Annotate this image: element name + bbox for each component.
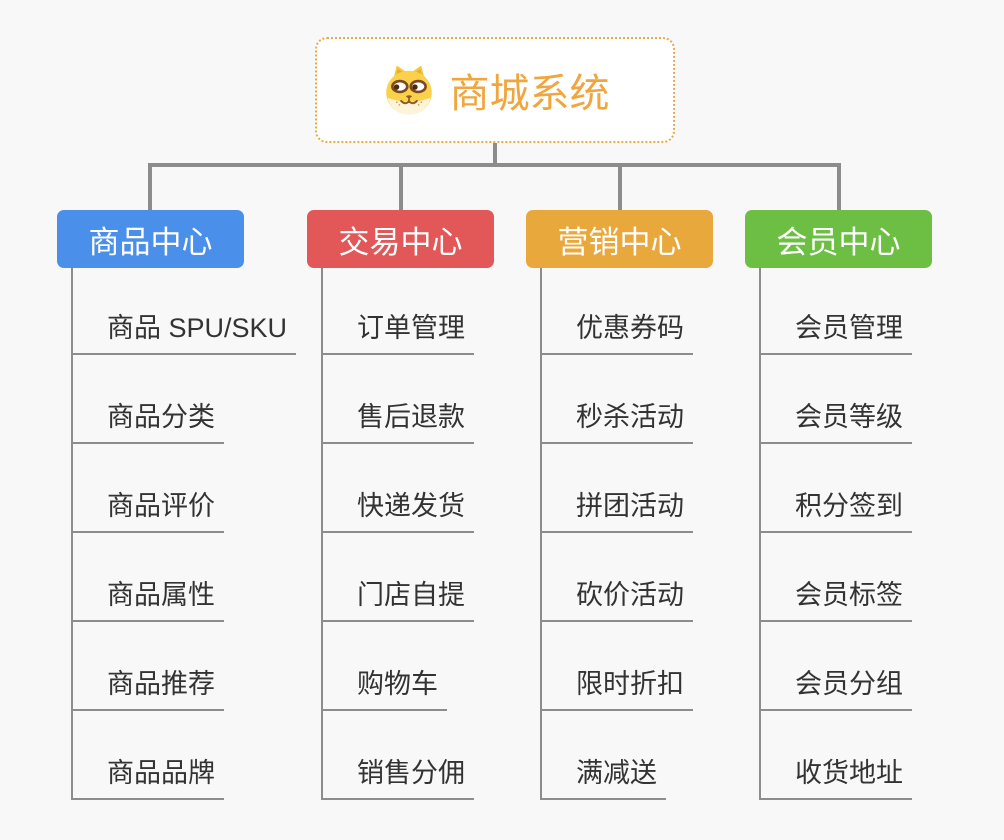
connector-drop-trade [399,163,403,210]
branch-node-member-center[interactable]: 会员中心 [745,210,932,268]
leaf-topic[interactable]: 拼团活动 [542,444,693,533]
branch-children-product: 商品 SPU/SKU 商品分类 商品评价 商品属性 商品推荐 商品品牌 [71,268,297,800]
connector-drop-marketing [618,163,622,210]
leaf-topic[interactable]: 砍价活动 [542,533,693,622]
leaf-topic[interactable]: 秒杀活动 [542,355,693,444]
connector-root-drop [493,141,497,167]
leaf-topic[interactable]: 商品 SPU/SKU [73,268,297,355]
leaf-topic[interactable]: 购物车 [323,622,447,711]
leaf-topic[interactable]: 快递发货 [323,444,474,533]
leaf-topic[interactable]: 商品分类 [73,355,224,444]
leaf-topic[interactable]: 售后退款 [323,355,474,444]
root-node[interactable]: 商城系统 [315,37,675,143]
leaf-topic[interactable]: 订单管理 [323,268,474,355]
branch-node-trade-center[interactable]: 交易中心 [307,210,494,268]
branch-children-trade: 订单管理 售后退款 快递发货 门店自提 购物车 销售分佣 [321,268,474,800]
leaf-topic[interactable]: 限时折扣 [542,622,693,711]
branch-children-marketing: 优惠券码 秒杀活动 拼团活动 砍价活动 限时折扣 满减送 [540,268,693,800]
connector-drop-product [148,163,152,210]
connector-drop-member [837,163,841,210]
leaf-topic[interactable]: 商品品牌 [73,711,224,800]
leaf-topic[interactable]: 商品推荐 [73,622,224,711]
leaf-topic[interactable]: 优惠券码 [542,268,693,355]
leaf-topic[interactable]: 商品属性 [73,533,224,622]
leaf-topic[interactable]: 会员等级 [761,355,912,444]
leaf-topic[interactable]: 收货地址 [761,711,912,800]
leaf-topic[interactable]: 门店自提 [323,533,474,622]
leaf-topic[interactable]: 会员标签 [761,533,912,622]
branch-children-member: 会员管理 会员等级 积分签到 会员标签 会员分组 收货地址 [759,268,912,800]
leaf-topic[interactable]: 销售分佣 [323,711,474,800]
leaf-topic[interactable]: 积分签到 [761,444,912,533]
leaf-topic[interactable]: 会员管理 [761,268,912,355]
root-title: 商城系统 [449,72,610,116]
leaf-topic[interactable]: 满减送 [542,711,666,800]
dog-face-icon [381,62,437,118]
branch-node-product-center[interactable]: 商品中心 [57,210,244,268]
connector-horizontal-bar [148,163,841,167]
leaf-topic[interactable]: 商品评价 [73,444,224,533]
branch-node-marketing-center[interactable]: 营销中心 [526,210,713,268]
leaf-topic[interactable]: 会员分组 [761,622,912,711]
